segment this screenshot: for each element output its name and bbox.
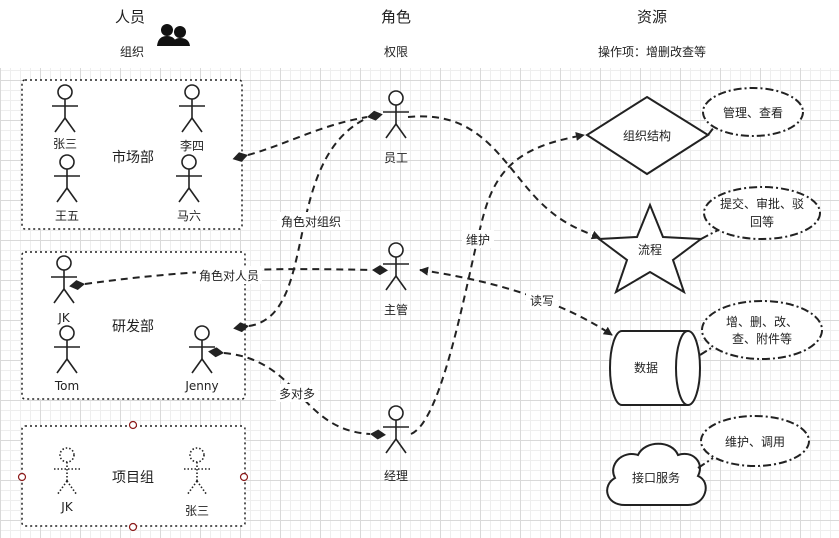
- operation-text: 增、删、改、: [726, 315, 798, 329]
- edge-label-maintain: 维护: [466, 233, 490, 247]
- resize-handle[interactable]: [128, 522, 138, 532]
- edge-label-bg: [526, 291, 558, 309]
- role-employee[interactable]: 员工: [382, 90, 410, 165]
- roles-column-subtitle: 权限: [384, 45, 408, 59]
- group-market[interactable]: 张三 李四 王五 马六 市场部: [21, 79, 243, 230]
- resize-handle[interactable]: [17, 472, 27, 482]
- member-name: 李四: [180, 138, 204, 153]
- member-name: Tom: [54, 379, 79, 393]
- role-manager[interactable]: 经理: [382, 405, 410, 483]
- edge-label-role-org: 角色对组织: [281, 215, 341, 229]
- actor-icon: [382, 242, 410, 291]
- operation-text: 维护、调用: [725, 435, 785, 449]
- resource-data[interactable]: 数据: [609, 330, 701, 406]
- bubble-flow-ops[interactable]: [703, 186, 821, 240]
- role-name: 经理: [384, 469, 408, 483]
- operation-text: 管理、查看: [723, 105, 783, 120]
- resource-name: 接口服务: [632, 470, 680, 485]
- resource-name: 组织结构: [623, 128, 671, 143]
- resize-handle[interactable]: [239, 472, 249, 482]
- member-name: 张三: [185, 504, 209, 518]
- edge-label-read-write: 读写: [530, 294, 554, 308]
- role-name: 员工: [384, 151, 408, 165]
- member-name: Jenny: [184, 379, 218, 393]
- users-icon: [157, 24, 190, 46]
- edge-label-bg: [276, 384, 318, 402]
- edge-supervisor-data[interactable]: [419, 266, 613, 336]
- member-name: 张三: [53, 137, 77, 151]
- resources-column-title: 资源: [637, 8, 667, 26]
- edge-label-role-person: 角色对人员: [199, 269, 259, 283]
- operation-text: 提交、审批、驳: [720, 196, 804, 211]
- resource-name: 数据: [634, 360, 658, 375]
- header-band: [0, 0, 839, 68]
- edge-label-many-to-many: 多对多: [279, 387, 315, 401]
- bubble-org-ops[interactable]: [702, 87, 804, 137]
- group-name: 项目组: [112, 470, 154, 486]
- actor-icon: [382, 405, 410, 454]
- people-column-title: 人员: [115, 8, 145, 26]
- edge-employee-flow[interactable]: [407, 115, 601, 240]
- member-name: 马六: [177, 209, 201, 223]
- resource-name: 流程: [638, 242, 662, 257]
- edge-rnd-employee[interactable]: [233, 117, 368, 333]
- edge-market-employee[interactable]: [232, 110, 383, 162]
- bubble-api-ops[interactable]: [700, 415, 810, 467]
- member-name: JK: [60, 500, 74, 514]
- edge-label-bg: [462, 230, 494, 248]
- tail-line: [699, 344, 717, 356]
- role-supervisor[interactable]: 主管: [382, 242, 410, 317]
- actor-icon: [382, 90, 410, 139]
- resize-handle[interactable]: [128, 420, 138, 430]
- edge-jk-supervisor[interactable]: [69, 265, 388, 291]
- tail-line: [697, 457, 714, 469]
- resource-org-structure[interactable]: 组织结构: [585, 95, 710, 176]
- group-project[interactable]: JK 张三 项目组: [17, 420, 249, 532]
- role-name: 主管: [384, 302, 408, 317]
- group-name: 市场部: [112, 149, 154, 166]
- bubble-data-ops[interactable]: [701, 300, 823, 360]
- resources-column-subtitle: 操作项：增删改查等: [598, 44, 706, 59]
- resource-flow[interactable]: 流程: [596, 202, 704, 295]
- resource-api-service[interactable]: 接口服务: [606, 442, 707, 506]
- roles-column-title: 角色: [381, 8, 411, 26]
- edge-label-bg: [196, 266, 262, 284]
- edge-label-bg: [277, 212, 345, 230]
- people-column-subtitle: 组织: [120, 45, 144, 59]
- operation-text: 回等: [750, 215, 774, 229]
- tail-line: [707, 121, 719, 136]
- operation-text: 查、附件等: [732, 332, 792, 346]
- group-name: 研发部: [112, 319, 154, 335]
- member-name: 王五: [55, 209, 79, 223]
- member-name: JK: [57, 311, 71, 325]
- edge-manager-org[interactable]: [410, 132, 585, 435]
